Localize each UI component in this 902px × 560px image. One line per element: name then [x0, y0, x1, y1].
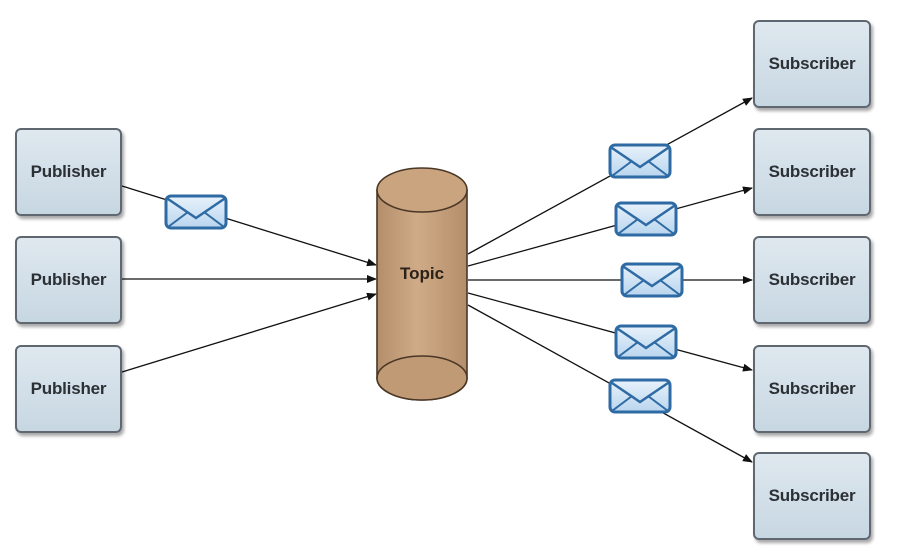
- topic-label: Topic: [399, 264, 445, 283]
- subscriber-box: Subscriber: [753, 20, 871, 108]
- subscriber-label: Subscriber: [768, 270, 856, 289]
- envelope-icon: [164, 194, 228, 230]
- arrow-topic-to-subscriber-2: [467, 186, 753, 267]
- envelope-icon: [614, 324, 678, 360]
- arrow-publisher-1-to-topic: [121, 185, 377, 267]
- envelope-icon: [608, 143, 672, 179]
- publisher-box: Publisher: [15, 236, 122, 324]
- subscriber-box: Subscriber: [753, 452, 871, 540]
- subscriber-box: Subscriber: [753, 128, 871, 216]
- publisher-box: Publisher: [15, 128, 122, 216]
- envelope-icon: [620, 262, 684, 298]
- subscriber-label: Subscriber: [768, 486, 856, 505]
- envelope-icon: [614, 201, 678, 237]
- subscriber-label: Subscriber: [768, 54, 856, 73]
- arrow-topic-to-subscriber-4: [467, 292, 753, 372]
- envelope-icon: [608, 378, 672, 414]
- topic-cylinder: [376, 167, 468, 401]
- arrow-publisher-3-to-topic: [121, 292, 377, 373]
- subscriber-label: Subscriber: [768, 162, 856, 181]
- publisher-label: Publisher: [30, 270, 107, 289]
- publisher-box: Publisher: [15, 345, 122, 433]
- subscriber-box: Subscriber: [753, 345, 871, 433]
- publisher-label: Publisher: [30, 162, 107, 181]
- subscriber-box: Subscriber: [753, 236, 871, 324]
- publisher-label: Publisher: [30, 379, 107, 398]
- subscriber-label: Subscriber: [768, 379, 856, 398]
